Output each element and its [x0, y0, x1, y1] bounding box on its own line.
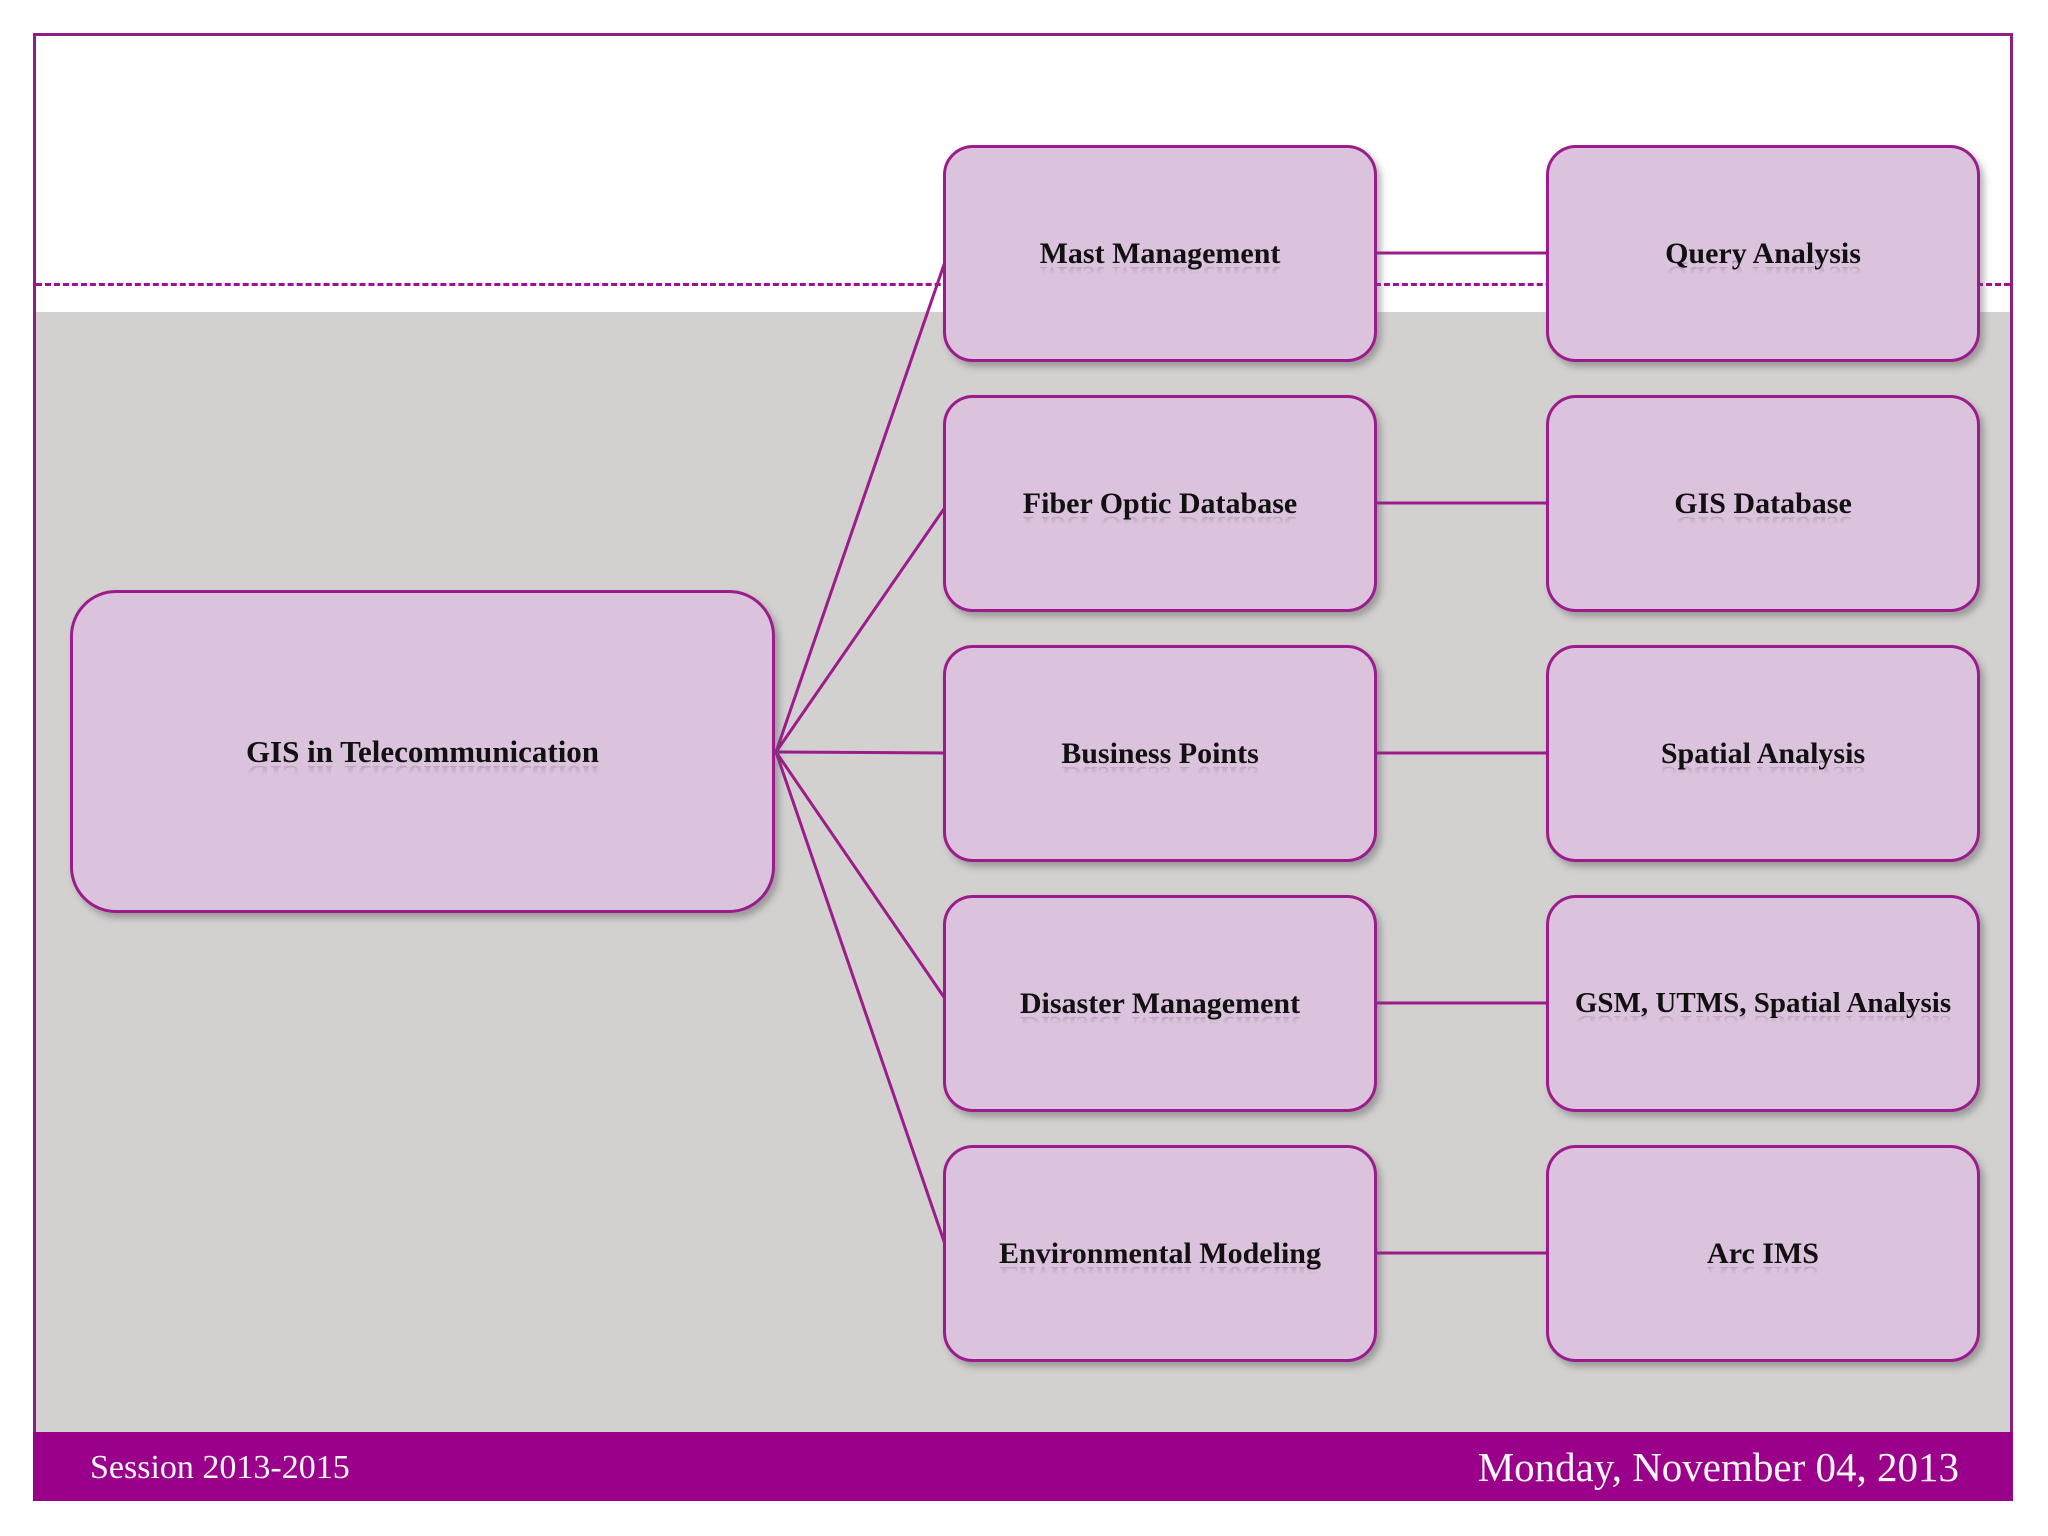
node-label: Query Analysis — [1665, 236, 1861, 270]
node-business-points: Business Points — [943, 645, 1377, 862]
footer-bar: Session 2013-2015 Monday, November 04, 2… — [33, 1432, 2013, 1501]
node-gis-database: GIS Database — [1546, 395, 1980, 612]
footer-session-label: Session 2013-2015 — [90, 1449, 350, 1486]
node-label: Spatial Analysis — [1660, 736, 1866, 770]
node-label: Disaster Management — [1019, 986, 1301, 1020]
node-label: Mast Management — [1039, 236, 1281, 270]
node-label: Business Points — [1061, 736, 1259, 770]
node-label: Environmental Modeling — [999, 1236, 1321, 1270]
node-environmental-modeling: Environmental Modeling — [943, 1145, 1377, 1362]
node-label: Arc IMS — [1707, 1236, 1819, 1270]
node-gis-in-telecommunication: GIS in Telecommunication — [70, 590, 775, 913]
node-fiber-optic-database: Fiber Optic Database — [943, 395, 1377, 612]
node-spatial-analysis: Spatial Analysis — [1546, 645, 1980, 862]
node-label: GIS Database — [1674, 486, 1852, 520]
node-label: Fiber Optic Database — [1022, 486, 1298, 520]
node-mast-management: Mast Management — [943, 145, 1377, 362]
node-disaster-management: Disaster Management — [943, 895, 1377, 1112]
node-label: GSM, UTMS, Spatial Analysis — [1574, 987, 1952, 1019]
node-query-analysis: Query Analysis — [1546, 145, 1980, 362]
footer-date-label: Monday, November 04, 2013 — [1477, 1444, 1959, 1490]
node-label: GIS in Telecommunication — [245, 733, 600, 769]
node-arc-ims: Arc IMS — [1546, 1145, 1980, 1362]
node-gsm-utms-spatial-analysis: GSM, UTMS, Spatial Analysis — [1546, 895, 1980, 1112]
